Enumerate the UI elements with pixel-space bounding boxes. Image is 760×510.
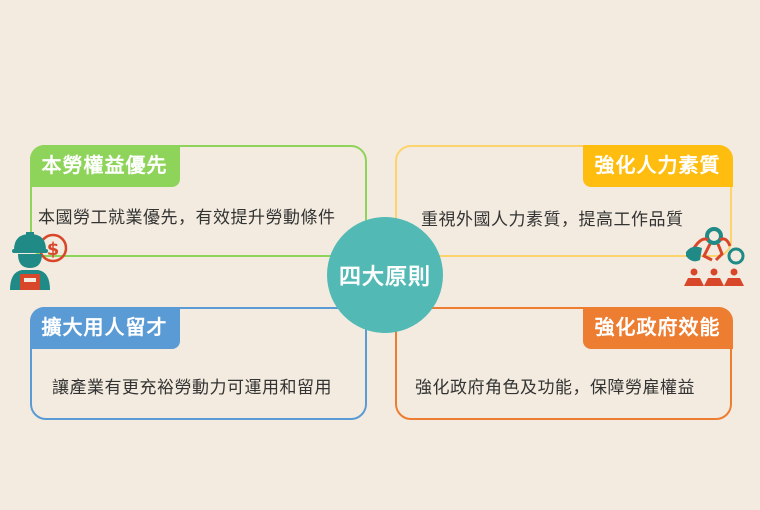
principle-description: 讓產業有更充裕勞動力可運用和留用 — [52, 378, 332, 398]
principle-description: 強化政府角色及功能，保障勞雇權益 — [415, 378, 695, 398]
principle-title: 強化政府效能 — [582, 306, 733, 349]
principle-title: 擴大用人留才 — [29, 306, 180, 349]
svg-text:$: $ — [47, 239, 60, 260]
principle-title: 本勞權益優先 — [29, 144, 180, 187]
principle-card-labor-rights: 本勞權益優先 本國勞工就業優先，有效提升勞動條件 — [29, 144, 367, 257]
principle-card-workforce-quality: 強化人力素質 重視外國人力素質，提高工作品質 — [395, 144, 733, 257]
principle-card-talent-retention: 擴大用人留才 讓產業有更充裕勞動力可運用和留用 — [29, 306, 367, 420]
worker-salary-icon: $ — [10, 232, 68, 290]
principle-description: 重視外國人力素質，提高工作品質 — [421, 210, 684, 230]
center-circle: 四大原則 — [327, 217, 443, 333]
principle-description: 本國勞工就業優先，有效提升勞動條件 — [38, 208, 336, 228]
principle-title: 強化人力素質 — [582, 144, 733, 187]
team-skills-icon — [684, 227, 745, 286]
principle-card-government-efficiency: 強化政府效能 強化政府角色及功能，保障勞雇權益 — [395, 306, 733, 420]
